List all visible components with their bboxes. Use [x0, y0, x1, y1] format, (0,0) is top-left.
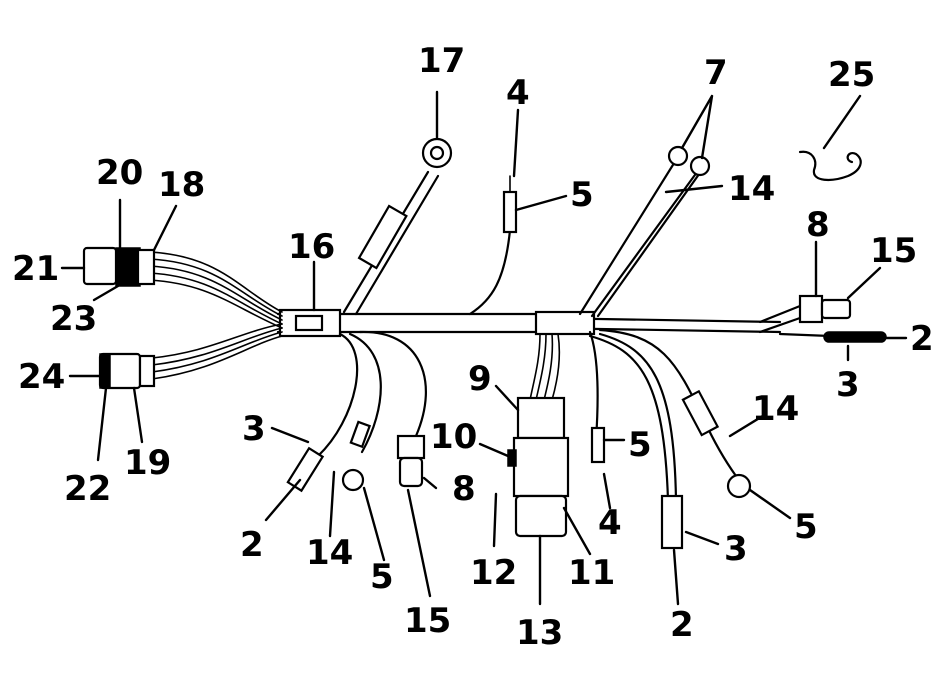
callout-4-top: 4 — [506, 73, 530, 113]
module-13-base — [514, 494, 568, 538]
sleeve-17 — [357, 204, 408, 270]
center-module — [507, 333, 570, 538]
connector-8-right — [798, 294, 824, 324]
callout-2-bottom: 2 — [670, 605, 694, 645]
leader-lines — [60, 90, 908, 606]
bullet-connector-2-bottom — [660, 494, 684, 550]
left-lower-connector — [98, 323, 283, 390]
callout-3-right: 3 — [836, 365, 860, 405]
callout-4-mid: 4 — [598, 503, 622, 543]
callout-14-top: 14 — [728, 169, 775, 209]
callout-20: 20 — [96, 153, 143, 193]
sleeve-14-lowright — [681, 389, 720, 437]
callout-10: 10 — [430, 417, 477, 457]
connector-15-mid — [398, 456, 424, 488]
connector-18-boot — [136, 248, 156, 286]
pin-terminal-4-top — [502, 190, 518, 234]
connector-21-housing — [82, 246, 118, 286]
module-10-tab — [507, 449, 517, 467]
upper-right-leads-7 — [578, 145, 711, 318]
callout-8-mid: 8 — [452, 469, 476, 509]
callout-15-right: 15 — [870, 231, 917, 271]
junction-block-16-tab — [294, 314, 324, 332]
callout-19: 19 — [124, 443, 171, 483]
callout-12: 12 — [470, 553, 517, 593]
callout-7: 7 — [704, 53, 728, 93]
ring-terminal-5-left — [341, 468, 365, 492]
lower-right-leads — [588, 328, 752, 550]
callout-5-mid: 5 — [628, 425, 652, 465]
callout-labels: 17 4 5 7 14 25 20 18 21 23 16 8 15 2 3 2… — [12, 41, 934, 653]
wire-hook-25 — [798, 150, 862, 182]
callout-25: 25 — [828, 55, 875, 95]
callout-24: 24 — [18, 357, 65, 397]
callout-5-left: 5 — [370, 557, 394, 597]
callout-14-lowright: 14 — [752, 389, 799, 429]
callout-11: 11 — [568, 553, 615, 593]
junction-block-right — [534, 310, 596, 336]
pin-terminal-4-top-lead — [468, 175, 518, 316]
callout-3-left: 3 — [242, 409, 266, 449]
callout-18: 18 — [158, 165, 205, 205]
callout-23: 23 — [50, 299, 97, 339]
callout-14-left: 14 — [306, 533, 353, 573]
sleeve-14-left — [349, 420, 372, 449]
module-9-cap — [516, 396, 566, 440]
callout-8-right: 8 — [806, 205, 830, 245]
callout-3-lowright: 3 — [724, 529, 748, 569]
connector-20-seal — [115, 247, 141, 287]
ring-terminal-7b — [689, 155, 711, 177]
callout-5-top: 5 — [570, 175, 594, 215]
callout-16: 16 — [288, 227, 335, 267]
connector-8-mid — [396, 434, 426, 460]
ring-terminal-5-lowright — [726, 473, 752, 499]
lower-left-leads — [286, 330, 427, 493]
connector-19-boot — [138, 354, 156, 388]
callout-22: 22 — [64, 469, 111, 509]
left-upper-connector — [82, 246, 283, 329]
callout-15-mid: 15 — [404, 601, 451, 641]
callout-2-right: 2 — [910, 319, 934, 359]
connector-15-right — [820, 298, 852, 320]
callout-17: 17 — [418, 41, 465, 81]
bullet-terminal-2-right — [823, 331, 887, 343]
callout-9: 9 — [468, 359, 492, 399]
callout-2-left: 2 — [240, 525, 264, 565]
connector-22-edge — [99, 353, 111, 389]
bullet-connector-2-left — [286, 446, 325, 493]
pin-terminal-4-mid — [590, 426, 606, 464]
ring-terminal-17-lead — [342, 137, 453, 316]
callout-21: 21 — [12, 249, 59, 289]
ring-terminal-7a — [667, 145, 689, 167]
callout-5-lowright: 5 — [794, 507, 818, 547]
callout-13: 13 — [516, 613, 563, 653]
module-11-body — [512, 436, 570, 498]
